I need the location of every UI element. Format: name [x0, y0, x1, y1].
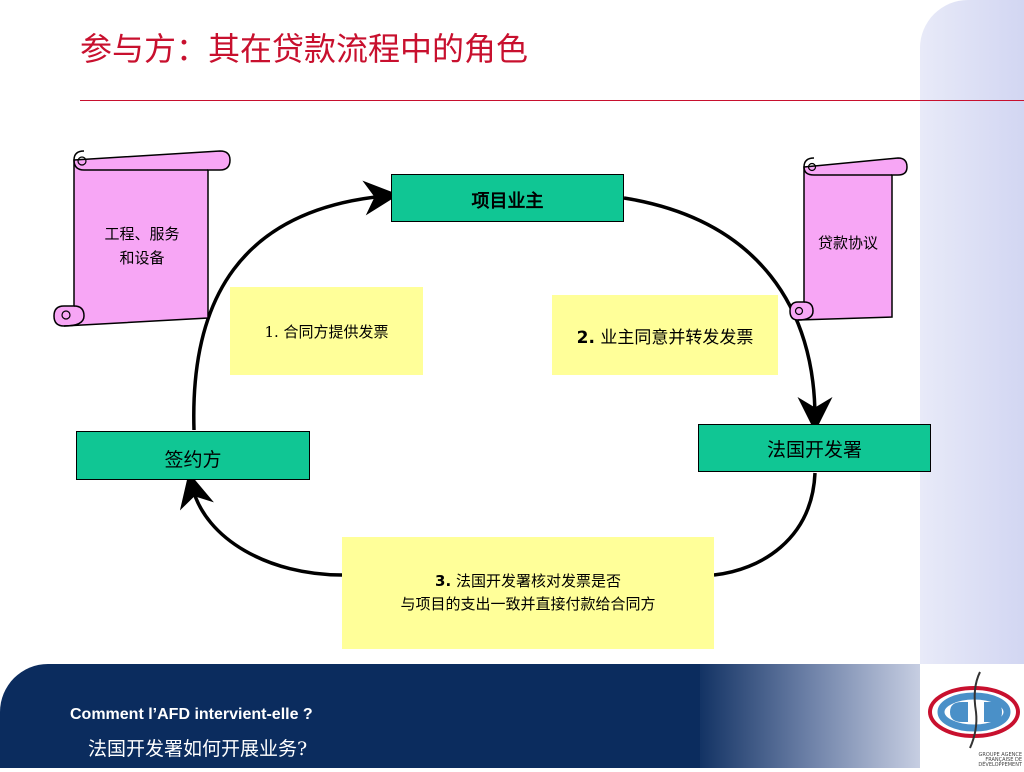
scroll-left-line2: 和设备: [119, 249, 165, 267]
footer-french-subtitle: Comment l’AFD intervient-elle ?: [70, 706, 313, 723]
scroll-left-line1: 工程、服务: [104, 225, 180, 243]
title-underline: [80, 100, 1024, 101]
step-3-line1: 法国开发署核对发票是否: [455, 571, 621, 590]
right-decor-band: [920, 0, 1024, 768]
step-2-text: 业主同意并转发发票: [600, 327, 754, 348]
step-3-number: 3.: [435, 571, 452, 590]
step-2-box: 2. 业主同意并转发发票: [552, 295, 778, 375]
scroll-right-line1: 贷款协议: [817, 234, 878, 252]
step-1-box: 1. 合同方提供发票: [230, 287, 423, 375]
logo-caption-1: GROUPE AGENCE: [978, 752, 1022, 758]
step-3-box: 3. 法国开发署核对发票是否 与项目的支出一致并直接付款给合同方: [342, 537, 714, 649]
afd-logo: GROUPE AGENCE FRANÇAISE DE DÉVELOPPEMENT: [922, 668, 1024, 768]
node-contractor: 签约方: [76, 431, 310, 480]
slide-title: 参与方：其在贷款流程中的角色: [80, 30, 529, 68]
logo-caption-2: FRANÇAISE DE: [985, 757, 1022, 763]
step-2-number: 2.: [576, 327, 595, 348]
arrow-owner-to-afd: [623, 196, 833, 432]
logo-caption-3: DÉVELOPPEMENT: [978, 762, 1022, 768]
arrow-afd-to-signer: [192, 473, 817, 577]
node-project-owner: 项目业主: [391, 174, 624, 222]
arrow-signer-to-owner: [192, 180, 399, 431]
step-3-line2: 与项目的支出一致并直接付款给合同方: [400, 595, 656, 613]
node-contractor-label: 签约方: [164, 449, 222, 471]
node-afd: 法国开发署: [698, 424, 931, 472]
node-project-owner-label: 项目业主: [471, 191, 544, 212]
step-1-text: 合同方提供发票: [283, 322, 389, 341]
scroll-loan-agreement: 贷款协议: [786, 155, 910, 323]
footer-bar: Comment l’AFD intervient-elle ? 法国开发署如何开…: [0, 664, 1024, 768]
node-afd-label: 法国开发署: [766, 439, 862, 461]
step-1-number: 1.: [264, 322, 279, 341]
scroll-works-services-equipment: 工程、服务 和设备: [50, 148, 232, 330]
footer-chinese-subtitle: 法国开发署如何开展业务?: [88, 738, 308, 760]
